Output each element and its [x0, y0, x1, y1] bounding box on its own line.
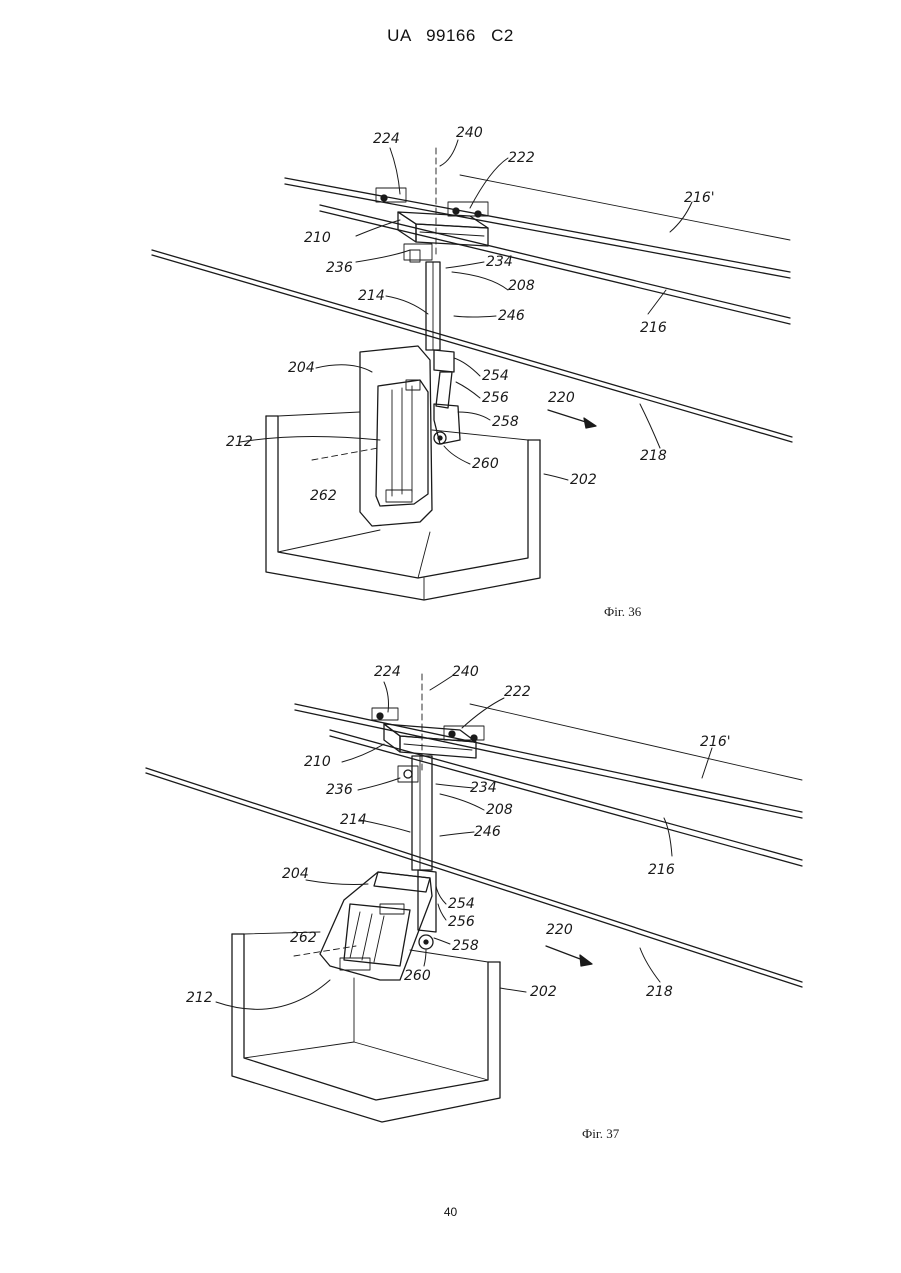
label-234: 234 [486, 254, 513, 270]
label-258: 258 [492, 414, 519, 430]
label-224: 224 [374, 664, 401, 680]
label-218: 218 [646, 984, 673, 1000]
label-220: 220 [548, 390, 575, 406]
arm-208 [412, 756, 436, 949]
label-262: 262 [290, 930, 317, 946]
label-256: 256 [448, 914, 475, 930]
label-240: 240 [456, 125, 483, 141]
label-216-prime: 216' [700, 734, 731, 750]
arrow-220 [546, 946, 592, 966]
axis-262 [294, 946, 356, 956]
label-204: 204 [288, 360, 315, 376]
object-204 [320, 872, 432, 980]
label-212: 212 [226, 434, 253, 450]
label-262: 262 [310, 488, 337, 504]
leader-lines [216, 676, 712, 1009]
carriage-210 [372, 708, 484, 782]
caption-fig-36: Фіг. 36 [604, 604, 642, 619]
label-208: 208 [486, 802, 513, 818]
axis-262 [312, 448, 378, 460]
page-number: 40 [0, 1205, 901, 1219]
container-202 [266, 412, 540, 600]
label-246: 246 [498, 308, 525, 324]
figure-37: 224 240 222 216' 210 236 234 208 214 246… [0, 640, 901, 1160]
arrow-220 [548, 410, 596, 428]
label-224: 224 [373, 131, 400, 147]
label-256: 256 [482, 390, 509, 406]
label-254: 254 [448, 896, 475, 912]
label-210: 210 [304, 230, 331, 246]
label-234: 234 [470, 780, 497, 796]
object-204 [360, 346, 432, 526]
label-260: 260 [404, 968, 431, 984]
label-218: 218 [640, 448, 667, 464]
label-216-prime: 216' [684, 190, 715, 206]
label-236: 236 [326, 260, 353, 276]
carriage-210 [376, 188, 488, 262]
figure-36: 224 240 222 216' 210 236 234 208 214 246… [0, 0, 901, 620]
label-236: 236 [326, 782, 353, 798]
label-222: 222 [504, 684, 531, 700]
label-204: 204 [282, 866, 309, 882]
label-212: 212 [186, 990, 213, 1006]
leader-lines [240, 140, 692, 480]
label-208: 208 [508, 278, 535, 294]
label-216: 216 [648, 862, 675, 878]
rail-216-prime [295, 704, 802, 818]
label-214: 214 [340, 812, 367, 828]
rail-216 [330, 730, 802, 866]
label-222: 222 [508, 150, 535, 166]
label-246: 246 [474, 824, 501, 840]
label-220: 220 [546, 922, 573, 938]
label-260: 260 [472, 456, 499, 472]
container-202 [232, 932, 500, 1122]
label-216: 216 [640, 320, 667, 336]
caption-fig-37: Фіг. 37 [582, 1126, 620, 1141]
label-240: 240 [452, 664, 479, 680]
label-210: 210 [304, 754, 331, 770]
label-258: 258 [452, 938, 479, 954]
label-202: 202 [570, 472, 597, 488]
label-254: 254 [482, 368, 509, 384]
label-202: 202 [530, 984, 557, 1000]
label-214: 214 [358, 288, 385, 304]
